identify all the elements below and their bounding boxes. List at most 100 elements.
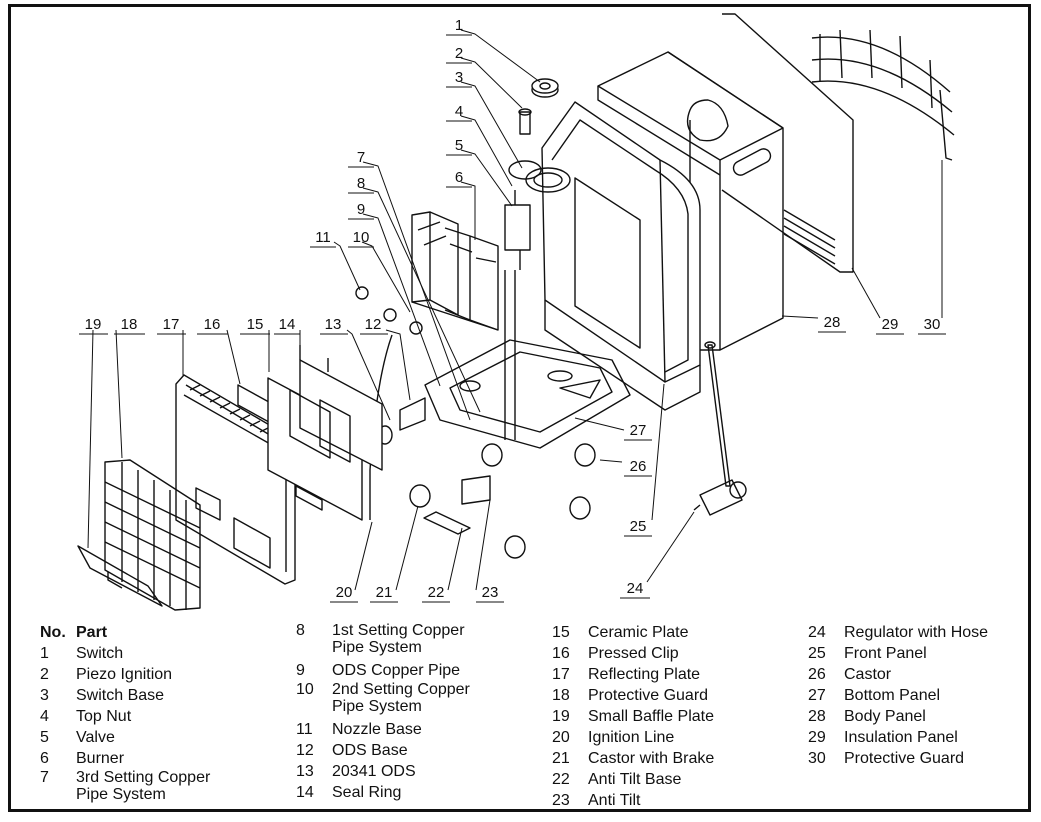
callout-underlines	[79, 34, 946, 603]
legend-item-name: 1st Setting Copper Pipe System	[332, 622, 465, 656]
callout-18: 18	[120, 316, 138, 333]
insulation-panel-drawing	[721, 13, 854, 273]
legend-item-name: Top Nut	[76, 708, 132, 725]
callout-1: 1	[454, 17, 464, 34]
legend-item-no: 24	[808, 624, 826, 641]
legend-header: No. Part	[40, 622, 280, 643]
legend-item-name: ODS Base	[332, 742, 408, 759]
legend-item-name: Castor with Brake	[588, 750, 715, 767]
legend-item-name: Front Panel	[844, 645, 927, 662]
legend-item-no: 15	[552, 624, 570, 641]
callout-30: 30	[923, 316, 941, 333]
callout-8: 8	[356, 175, 366, 192]
castor-drawings	[409, 443, 596, 559]
legend-item-name: 3rd Setting Copper Pipe System	[76, 769, 211, 803]
legend-item: 11 Nozzle Base	[296, 719, 536, 740]
legend-item-no: 2	[40, 666, 49, 683]
legend-item-name: Small Baffle Plate	[588, 708, 714, 725]
callout-26: 26	[629, 458, 647, 475]
legend-item-no: 30	[808, 750, 826, 767]
callout-13: 13	[324, 316, 342, 333]
legend-item-name: Bottom Panel	[844, 687, 941, 704]
front-panel-drawing	[541, 101, 701, 411]
legend-item-name: Ceramic Plate	[588, 624, 689, 641]
legend-item-name: Protective Guard	[588, 687, 709, 704]
legend-item-no: 22	[552, 771, 570, 788]
callout-7: 7	[356, 149, 366, 166]
regulator-hose-drawing	[693, 341, 747, 516]
legend-item-no: 7	[40, 769, 49, 786]
leader-lines	[87, 29, 943, 591]
burner-drawing	[411, 211, 499, 331]
legend-item-name: Piezo Ignition	[76, 666, 173, 683]
callout-6: 6	[454, 169, 464, 186]
legend-item-name: Pressed Clip	[588, 645, 679, 662]
ceramic-plate-drawing	[267, 345, 383, 521]
legend-item-no: 11	[296, 721, 313, 738]
valve-stack-drawing	[504, 78, 571, 270]
legend-item-name: Nozzle Base	[332, 721, 422, 738]
legend-item-no: 13	[296, 763, 314, 780]
front-guard-drawing	[104, 459, 201, 611]
callout-24: 24	[626, 580, 644, 597]
callout-16: 16	[203, 316, 221, 333]
legend-item: 23 Anti Tilt	[552, 790, 792, 811]
legend-item-no: 9	[296, 662, 305, 679]
callout-27: 27	[629, 422, 647, 439]
callout-20: 20	[335, 584, 353, 601]
callout-4: 4	[454, 103, 464, 120]
legend-item-no: 14	[296, 784, 314, 801]
legend-item: 24 Regulator with Hose	[808, 622, 1028, 643]
legend-item-name: Ignition Line	[588, 729, 675, 746]
callout-23: 23	[481, 584, 499, 601]
legend-item-no: 21	[552, 750, 570, 767]
callout-22: 22	[427, 584, 445, 601]
callout-2: 2	[454, 45, 464, 62]
legend-item-no: 23	[552, 792, 570, 809]
bottom-panel-drawing	[424, 270, 631, 449]
legend-item: 2 Piezo Ignition	[40, 664, 280, 685]
legend-item-name: Burner	[76, 750, 125, 767]
legend-item-name: Regulator with Hose	[844, 624, 989, 641]
legend-item-name: 2nd Setting Copper Pipe System	[332, 681, 470, 715]
callout-25: 25	[629, 518, 647, 535]
legend-item-name: Body Panel	[844, 708, 926, 725]
legend-item: 15 Ceramic Plate	[552, 622, 792, 643]
legend-item-no: 17	[552, 666, 570, 683]
small-baffle-drawing	[77, 545, 163, 607]
legend-item-no: 19	[552, 708, 570, 725]
callout-21: 21	[375, 584, 393, 601]
legend-item-name: Anti Tilt	[588, 792, 641, 809]
rear-guard-drawing	[811, 29, 955, 161]
legend-item-no: 8	[296, 622, 305, 639]
legend-item-no: 5	[40, 729, 49, 746]
legend-item-name: Castor	[844, 666, 892, 683]
legend-item-name: 20341 ODS	[332, 763, 416, 780]
callout-14: 14	[278, 316, 296, 333]
legend-item-no: 25	[808, 645, 826, 662]
callout-17: 17	[162, 316, 180, 333]
legend-item-no: 26	[808, 666, 826, 683]
parts-legend-column-4: 24 Regulator with Hose 25 Front Panel 26 Ca…	[808, 622, 1028, 769]
callout-29: 29	[881, 316, 899, 333]
callout-12: 12	[364, 316, 382, 333]
legend-header-part: Part	[76, 624, 108, 641]
legend-item-no: 18	[552, 687, 570, 704]
callout-15: 15	[246, 316, 264, 333]
legend-item-name: Switch	[76, 645, 124, 662]
legend-item: 19 Small Baffle Plate	[552, 706, 792, 727]
legend-item: 26 Castor	[808, 664, 1028, 685]
